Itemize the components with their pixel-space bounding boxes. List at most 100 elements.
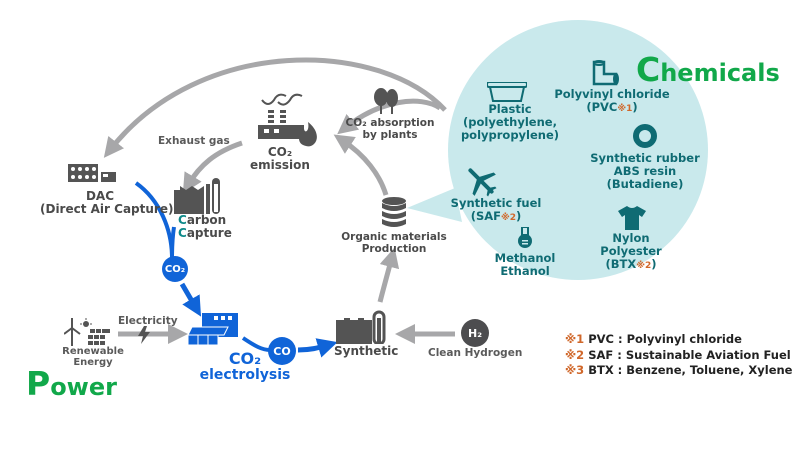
organic-label: Organic materials Production — [334, 231, 454, 256]
electrolysis-label: CO₂ electrolysis — [190, 350, 300, 384]
dac-unit-icon — [68, 164, 116, 182]
lightning-icon — [138, 326, 150, 344]
nylon-line3: (BTX※2) — [586, 256, 676, 271]
carbon-capture-label: Carbon Capture — [178, 213, 232, 241]
rubber-line3: (Butadiene) — [606, 176, 684, 191]
renewable-line1: Renewable — [62, 346, 124, 357]
renewable-line2: Energy — [73, 357, 113, 369]
co-badge-text: CO — [273, 344, 291, 358]
plastic-line2: (polyethylene, — [463, 114, 557, 129]
synthesis-plant-icon — [336, 310, 386, 344]
dac-label-line1: DAC — [85, 189, 115, 203]
arrow-organic-to-emission — [333, 134, 389, 196]
dac-label-line2: (Direct Air Capture) — [40, 202, 174, 217]
capture-rest: apture — [186, 226, 232, 241]
footnote-mark: ※2 — [565, 347, 585, 362]
co2-absorption-line1: CO₂ absorption — [345, 117, 435, 129]
co2-badge: CO₂ — [162, 256, 188, 282]
ring-icon — [633, 124, 657, 148]
organic-line1: Organic materials — [341, 231, 447, 243]
electrolysis-line1: CO₂ — [228, 349, 262, 368]
pvc-paren-close: ) — [632, 99, 638, 114]
chem-nylon-label: Nylon Polyester (BTX※2) — [586, 232, 676, 271]
power-title-initial: P — [26, 364, 51, 403]
methanol-line2: Ethanol — [500, 263, 550, 278]
footnote-row: ※3 BTX : Benzene, Toluene, Xylene — [565, 363, 793, 379]
footnote-row: ※2 SAF : Sustainable Aviation Fuel — [565, 348, 793, 364]
co2-absorption-label: CO₂ absorption by plants — [340, 117, 440, 142]
plastic-line1: Plastic — [488, 102, 532, 116]
power-title: Power — [26, 364, 117, 403]
footnote-mark: ※3 — [565, 363, 585, 377]
methanol-line1: Methanol — [494, 251, 556, 265]
arrow-emission-to-capture — [182, 140, 243, 194]
electricity-label: Electricity — [118, 315, 178, 327]
pipe-elbow-icon — [592, 60, 619, 86]
dac-label: DAC (Direct Air Capture) — [40, 189, 174, 217]
power-title-rest: ower — [50, 373, 117, 401]
organic-line2: Production — [361, 242, 427, 255]
nylon-line1: Nylon — [612, 231, 650, 245]
capture-initial: C — [178, 226, 187, 241]
tshirt-icon — [618, 206, 646, 230]
electrolysis-plant-icon — [188, 313, 238, 346]
footnote-text: BTX : Benzene, Toluene, Xylene — [588, 363, 793, 377]
plastic-line3: polypropylene) — [460, 127, 560, 142]
arrow-co2-to-electrolysis — [179, 282, 202, 317]
fuel-paren-close: ) — [516, 208, 522, 223]
database-icon — [382, 197, 406, 227]
airplane-icon — [468, 168, 497, 197]
fuel-line2: (SAF※2) — [442, 208, 550, 223]
rubber-line2: ABS resin — [613, 163, 677, 178]
capture-plant-icon — [174, 178, 220, 214]
carbon-initial: C — [178, 213, 187, 227]
pvc-line1: Polyvinyl chloride — [554, 87, 670, 101]
pvc-line2: (PVC※1) — [552, 99, 672, 114]
co2-emission-line1: CO₂ — [267, 145, 293, 159]
rubber-line1: Synthetic rubber — [590, 151, 700, 165]
nylon-paren: (BTX — [605, 256, 637, 271]
co2-emission-label: CO₂ emission — [240, 145, 320, 173]
chem-methanol-label: Methanol Ethanol — [490, 252, 560, 278]
arrow-synthetic-to-organic — [377, 247, 400, 303]
synthetic-label: Synthetic — [334, 344, 399, 358]
arrow-capture-to-electrolysis — [170, 226, 176, 259]
carbon-rest: arbon — [186, 213, 227, 227]
container-icon — [487, 82, 527, 102]
footnote-text: SAF : Sustainable Aviation Fuel — [588, 347, 791, 362]
wind-solar-icon — [64, 318, 110, 346]
renewable-label: Renewable Energy — [60, 346, 126, 368]
pvc-paren: (PVC — [586, 99, 618, 114]
arrow-absorption-to-emission — [337, 98, 442, 135]
chemicals-title-rest: hemicals — [660, 59, 780, 87]
arrow-co-to-synthetic — [297, 338, 338, 358]
co2-absorption-line2: by plants — [362, 128, 418, 141]
flask-icon — [518, 227, 532, 248]
hydrogen-badge: H₂ — [461, 319, 489, 347]
nylon-line2: Polyester — [600, 243, 662, 258]
fuel-paren: (SAF — [470, 208, 501, 223]
chem-fuel-label: Synthetic fuel (SAF※2) — [442, 197, 550, 223]
footnote-mark: ※1 — [565, 332, 585, 346]
chemicals-title: Chemicals — [636, 50, 780, 89]
chem-plastic-label: Plastic (polyethylene, polypropylene) — [455, 103, 565, 142]
fuel-line1: Synthetic fuel — [450, 196, 542, 210]
chem-rubber-label: Synthetic rubber ABS resin (Butadiene) — [582, 152, 708, 191]
co2-badge-text: CO₂ — [164, 263, 186, 275]
electrolysis-line2: electrolysis — [199, 366, 291, 383]
chem-pvc-label: Polyvinyl chloride (PVC※1) — [552, 88, 672, 114]
fuel-note-mark: ※2 — [501, 212, 517, 223]
footnote-row: ※1 PVC : Polyvinyl chloride — [565, 332, 793, 348]
pvc-note-mark: ※1 — [617, 103, 633, 114]
footnotes: ※1 PVC : Polyvinyl chloride ※2 SAF : Sus… — [565, 332, 793, 379]
hydrogen-label: Clean Hydrogen — [428, 347, 523, 359]
nylon-paren-close: ) — [651, 256, 657, 271]
arrow-big-arc — [103, 57, 447, 158]
co2-emission-line2: emission — [250, 158, 310, 173]
exhaust-gas-label: Exhaust gas — [158, 135, 230, 147]
chemicals-title-initial: C — [636, 50, 661, 89]
footnote-text: PVC : Polyvinyl chloride — [588, 332, 742, 346]
nylon-note-mark: ※2 — [636, 260, 652, 271]
trees-icon — [374, 88, 398, 114]
co-badge: CO — [268, 337, 296, 365]
